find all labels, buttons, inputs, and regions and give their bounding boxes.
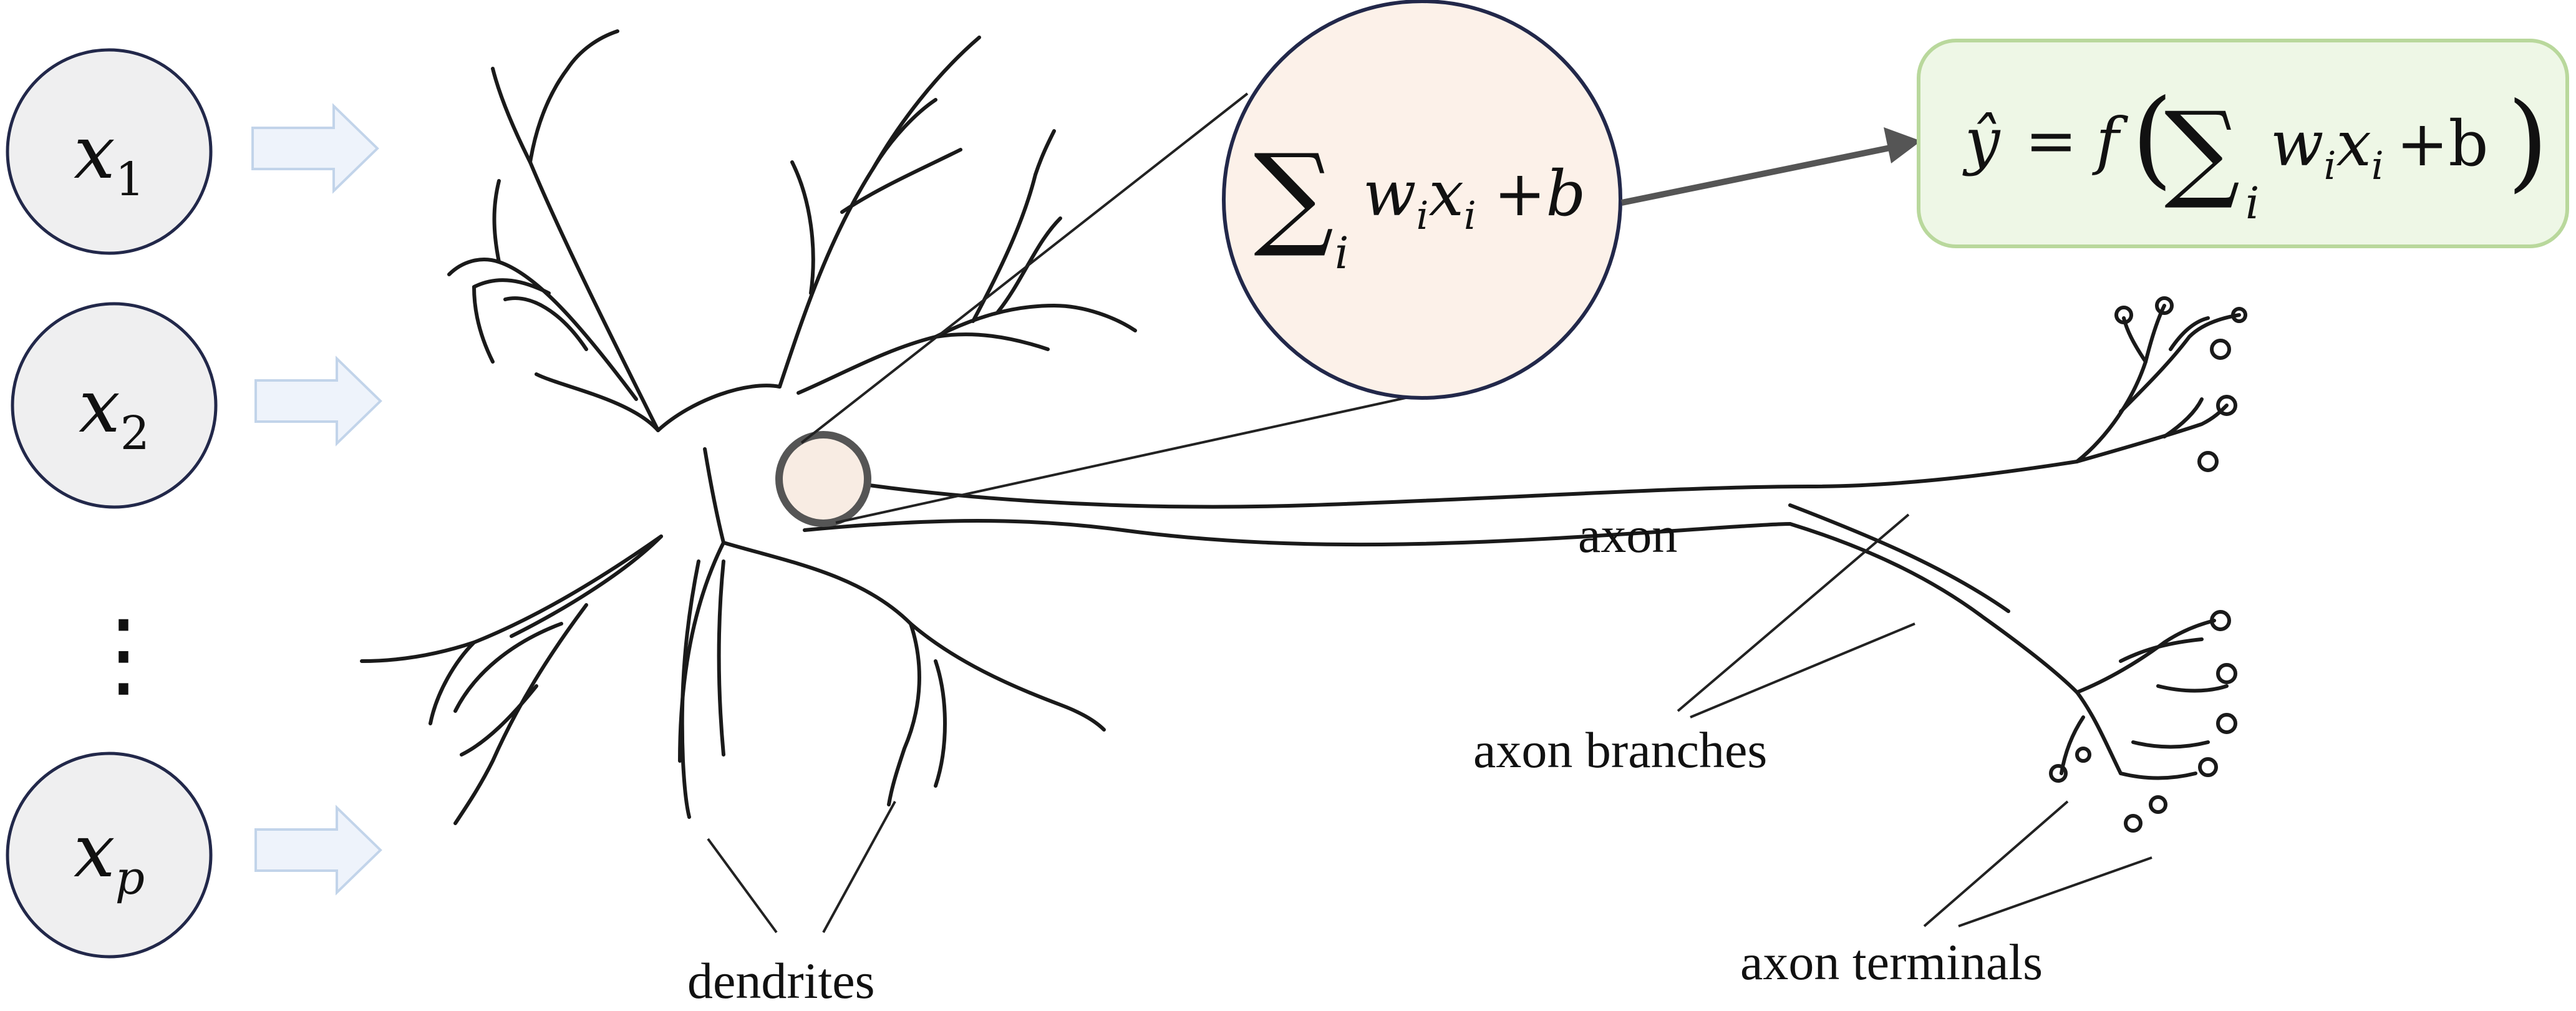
output-equals: = xyxy=(2025,104,2078,177)
output-lparen: ( xyxy=(2131,77,2172,200)
output-index: i xyxy=(2245,178,2259,229)
svg-text:xp: xp xyxy=(74,808,145,905)
zoom-line-lower xyxy=(835,392,1429,524)
input-subscript: p xyxy=(115,851,145,905)
svg-text:wixi+b): wixi+b) xyxy=(2270,80,2549,203)
sum-node: ∑ i wixi+b xyxy=(1222,0,1622,400)
output-connector xyxy=(1620,143,1897,206)
input-arrow-p xyxy=(254,805,382,896)
input-subscript: 2 xyxy=(120,407,150,460)
ellipsis: ⋮ xyxy=(77,600,170,709)
svg-text:x1: x1 xyxy=(74,109,145,206)
input-arrow-2 xyxy=(254,356,382,447)
output-weight: w xyxy=(2270,107,2324,180)
soma-highlight xyxy=(775,431,871,527)
output-weight-sub: i xyxy=(2324,143,2336,188)
sum-bias: +b xyxy=(1494,157,1586,230)
output-box: ŷ=f( ∑ i wixi+b) xyxy=(1917,39,2569,248)
output-sigma: ∑ xyxy=(2164,89,2240,213)
output-x-sub: i xyxy=(2371,143,2384,188)
input-subscript: 1 xyxy=(115,153,145,206)
input-symbol: x xyxy=(74,808,115,894)
leader-axon-branches-2 xyxy=(1690,622,1915,718)
input-node-1: x1 xyxy=(6,48,213,255)
output-rparen: ) xyxy=(2507,80,2549,203)
leader-dendrites-2 xyxy=(822,801,896,933)
svg-text:wixi+b: wixi+b xyxy=(1363,157,1586,238)
input-node-2: x2 xyxy=(11,302,218,509)
label-dendrites: dendrites xyxy=(687,952,875,1009)
label-axon-terminals: axon terminals xyxy=(1740,934,2043,990)
input-arrow-1 xyxy=(251,103,379,194)
input-symbol: x xyxy=(79,363,120,449)
svg-text:ŷ=f(: ŷ=f( xyxy=(1962,77,2173,200)
leader-axon-terminals-1 xyxy=(1923,800,2069,927)
neuron-illustration xyxy=(360,29,2247,833)
sum-weight-sub: i xyxy=(1416,193,1429,238)
output-connector-arrowhead xyxy=(1884,127,1921,163)
output-x: x xyxy=(2336,107,2371,180)
leader-dendrites-1 xyxy=(707,838,778,934)
sum-sigma: ∑ xyxy=(1254,130,1334,261)
leader-axon-branches-1 xyxy=(1677,513,1910,712)
sum-index: i xyxy=(1335,228,1349,279)
zoom-line-upper xyxy=(800,92,1249,444)
output-yhat: ŷ xyxy=(1962,104,2001,177)
svg-text:x2: x2 xyxy=(79,363,150,460)
label-axon: axon xyxy=(1578,506,1677,563)
output-bias: +b xyxy=(2396,107,2489,180)
input-symbol: x xyxy=(74,109,115,195)
input-node-p: xp xyxy=(6,752,213,959)
leader-axon-terminals-2 xyxy=(1958,856,2152,927)
sum-weight: w xyxy=(1363,157,1416,230)
sum-x-sub: i xyxy=(1464,193,1476,238)
label-axon-branches: axon branches xyxy=(1473,722,1767,778)
sum-x: x xyxy=(1428,157,1463,230)
